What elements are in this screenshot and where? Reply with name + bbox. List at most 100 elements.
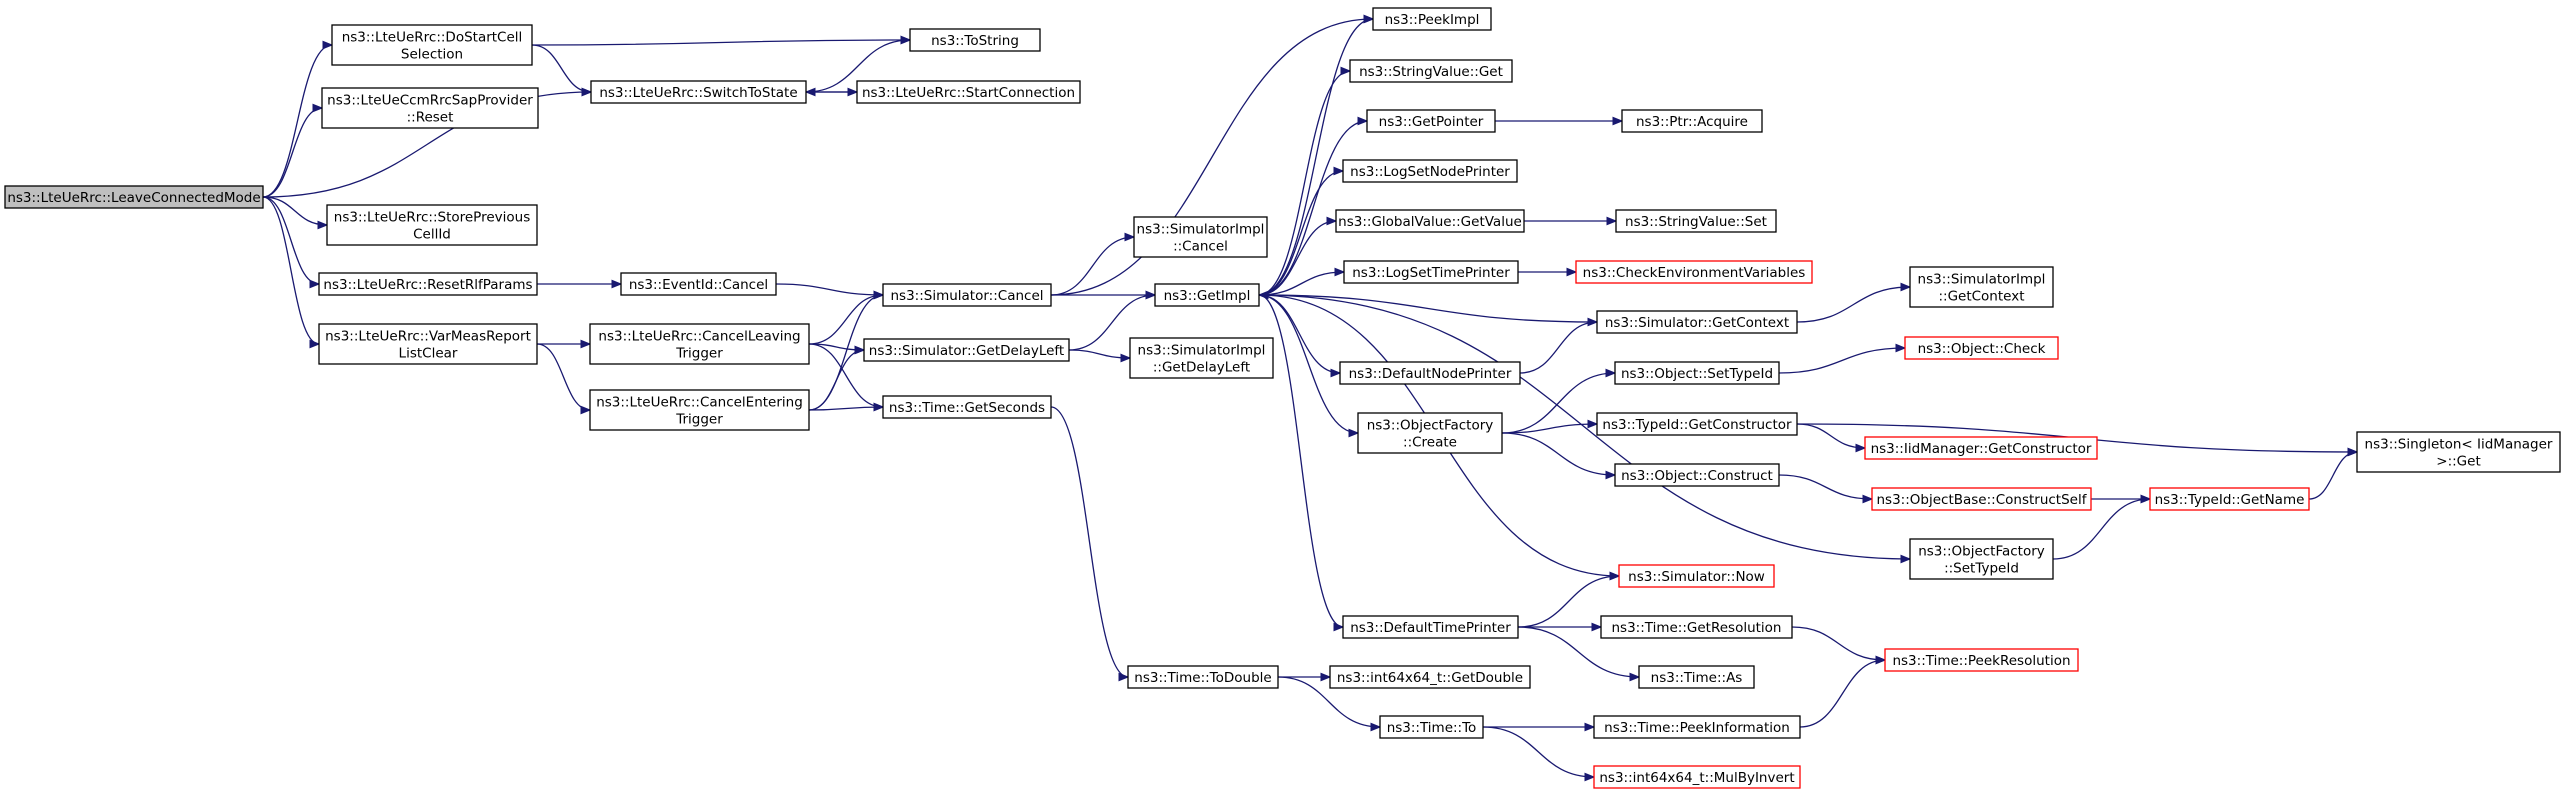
- function-node-ccmreset[interactable]: ns3::LteUeCcmRrcSapProvider::Reset: [321, 87, 539, 129]
- node-label: ns3::int64x64_t::GetDouble: [1337, 670, 1523, 686]
- node-box: [1335, 209, 1525, 233]
- node-box: [856, 80, 1081, 104]
- call-edge: [1791, 626, 1886, 661]
- function-node-i64double[interactable]: ns3::int64x64_t::GetDouble: [1329, 665, 1531, 689]
- call-edge: [1050, 18, 1374, 296]
- call-edge: [1517, 626, 1640, 678]
- function-node-startconn[interactable]: ns3::LteUeRrc::StartConnection: [856, 80, 1081, 104]
- function-node-strget[interactable]: ns3::StringValue::Get: [1349, 59, 1513, 83]
- call-edge: [1258, 294, 1359, 434]
- function-node-tidctor[interactable]: ns3::TypeId::GetConstructor: [1596, 412, 1798, 436]
- function-node-ptracq[interactable]: ns3::Ptr::Acquire: [1621, 109, 1763, 133]
- function-node-iidctor[interactable]: ns3::IidManager::GetConstructor: [1864, 436, 2098, 460]
- node-box: [620, 272, 777, 296]
- node-label: ns3::Simulator::Cancel: [890, 288, 1043, 304]
- function-node-defnode[interactable]: ns3::DefaultNodePrinter: [1339, 361, 1521, 385]
- arrowhead-icon: [2140, 494, 2152, 504]
- function-node-tostring[interactable]: ns3::ToString: [909, 28, 1041, 52]
- function-node-simnow[interactable]: ns3::Simulator::Now: [1618, 564, 1775, 588]
- call-edge: [808, 406, 884, 411]
- function-node-todouble[interactable]: ns3::Time::ToDouble: [1127, 665, 1279, 689]
- node-box: [1614, 463, 1780, 487]
- node-label: ns3::StringValue::Set: [1625, 214, 1767, 230]
- node-label: ns3::LteUeRrc::StartConnection: [862, 85, 1075, 101]
- call-edge: [1796, 286, 1911, 323]
- call-edge: [262, 107, 323, 198]
- node-label: CellId: [413, 227, 451, 243]
- function-node-simdelay[interactable]: ns3::Simulator::GetDelayLeft: [863, 338, 1070, 362]
- function-node-deftime[interactable]: ns3::DefaultTimePrinter: [1342, 615, 1519, 639]
- function-node-getptr[interactable]: ns3::GetPointer: [1366, 109, 1496, 133]
- function-node-implcancel[interactable]: ns3::SimulatorImpl::Cancel: [1133, 216, 1268, 258]
- function-node-ofcreate[interactable]: ns3::ObjectFactory::Create: [1357, 412, 1503, 454]
- node-label: ns3::PeekImpl: [1385, 12, 1480, 28]
- node-label: ::Create: [1403, 435, 1457, 451]
- node-label: ns3::GetImpl: [1164, 288, 1251, 304]
- call-edge: [262, 196, 320, 345]
- node-box: [1600, 615, 1793, 639]
- function-node-leave[interactable]: ns3::LteUeRrc::LeaveConnectedMode: [4, 185, 264, 209]
- function-node-switch[interactable]: ns3::LteUeRrc::SwitchToState: [590, 80, 807, 104]
- arrowhead-icon: [1606, 216, 1618, 226]
- function-node-lognode[interactable]: ns3::LogSetNodePrinter: [1342, 159, 1518, 183]
- call-edge: [1258, 294, 1344, 628]
- function-node-simctx[interactable]: ns3::Simulator::GetContext: [1596, 310, 1798, 334]
- function-node-getres[interactable]: ns3::Time::GetResolution: [1600, 615, 1793, 639]
- function-node-impldelay[interactable]: ns3::SimulatorImpl::GetDelayLeft: [1129, 337, 1274, 379]
- function-node-timeto[interactable]: ns3::Time::To: [1379, 715, 1484, 739]
- function-node-resetrlf[interactable]: ns3::LteUeRrc::ResetRlfParams: [318, 272, 538, 296]
- function-node-singleton[interactable]: ns3::Singleton< IidManager>::Get: [2356, 431, 2561, 473]
- function-node-gvget[interactable]: ns3::GlobalValue::GetValue: [1335, 209, 1525, 233]
- node-label: ns3::LteUeCcmRrcSapProvider: [327, 93, 533, 109]
- function-node-peekres[interactable]: ns3::Time::PeekResolution: [1884, 648, 2079, 672]
- function-node-implctx[interactable]: ns3::SimulatorImpl::GetContext: [1909, 266, 2054, 308]
- arrowhead-icon: [1587, 317, 1599, 327]
- function-node-objconstruct[interactable]: ns3::Object::Construct: [1614, 463, 1780, 487]
- arrowhead-icon: [900, 35, 912, 45]
- function-node-mulby[interactable]: ns3::int64x64_t::MulByInvert: [1593, 765, 1801, 789]
- node-box: [1129, 337, 1274, 379]
- function-node-timesec[interactable]: ns3::Time::GetSeconds: [882, 395, 1052, 419]
- function-node-peekinfo[interactable]: ns3::Time::PeekInformation: [1593, 715, 1801, 739]
- node-label: ns3::IidManager::GetConstructor: [1871, 441, 2092, 457]
- node-label: ns3::Simulator::GetDelayLeft: [869, 343, 1064, 359]
- function-node-ofsettid[interactable]: ns3::ObjectFactory::SetTypeId: [1909, 538, 2054, 580]
- call-edge: [1050, 236, 1135, 296]
- arrowhead-icon: [1587, 419, 1599, 429]
- call-edge: [531, 44, 592, 93]
- function-node-getimpl[interactable]: ns3::GetImpl: [1154, 283, 1260, 307]
- call-edge: [262, 44, 333, 198]
- call-edge: [1796, 423, 1866, 449]
- node-box: [1614, 361, 1780, 385]
- node-label: ns3::LogSetNodePrinter: [1350, 164, 1510, 180]
- node-label: Trigger: [675, 412, 723, 428]
- function-node-strset[interactable]: ns3::StringValue::Set: [1615, 209, 1777, 233]
- node-box: [863, 338, 1070, 362]
- function-node-tidname[interactable]: ns3::TypeId::GetName: [2149, 487, 2310, 511]
- function-node-timeas[interactable]: ns3::Time::As: [1638, 665, 1755, 689]
- function-node-objsettid[interactable]: ns3::Object::SetTypeId: [1614, 361, 1780, 385]
- call-edge: [775, 283, 884, 296]
- arrowhead-icon: [1357, 116, 1369, 126]
- node-label: ns3::SimulatorImpl: [1918, 272, 2046, 288]
- function-node-peekimpl[interactable]: ns3::PeekImpl: [1372, 7, 1492, 31]
- function-node-objcheck[interactable]: ns3::Object::Check: [1904, 336, 2059, 360]
- function-node-logtime[interactable]: ns3::LogSetTimePrinter: [1343, 260, 1519, 284]
- node-label: ns3::LteUeRrc::LeaveConnectedMode: [7, 190, 260, 206]
- function-node-evcancel[interactable]: ns3::EventId::Cancel: [620, 272, 777, 296]
- node-label: ns3::Object::Construct: [1621, 468, 1773, 484]
- arrowhead-icon: [873, 290, 885, 300]
- call-edge: [1778, 474, 1873, 500]
- node-box: [1372, 7, 1492, 31]
- function-node-simcancel[interactable]: ns3::Simulator::Cancel: [882, 283, 1052, 307]
- arrowhead-icon: [1326, 216, 1338, 226]
- function-node-checkenv[interactable]: ns3::CheckEnvironmentVariables: [1575, 260, 1813, 284]
- function-node-constructself[interactable]: ns3::ObjectBase::ConstructSelf: [1871, 487, 2092, 511]
- arrowhead-icon: [1120, 353, 1132, 363]
- call-edge: [1258, 70, 1351, 296]
